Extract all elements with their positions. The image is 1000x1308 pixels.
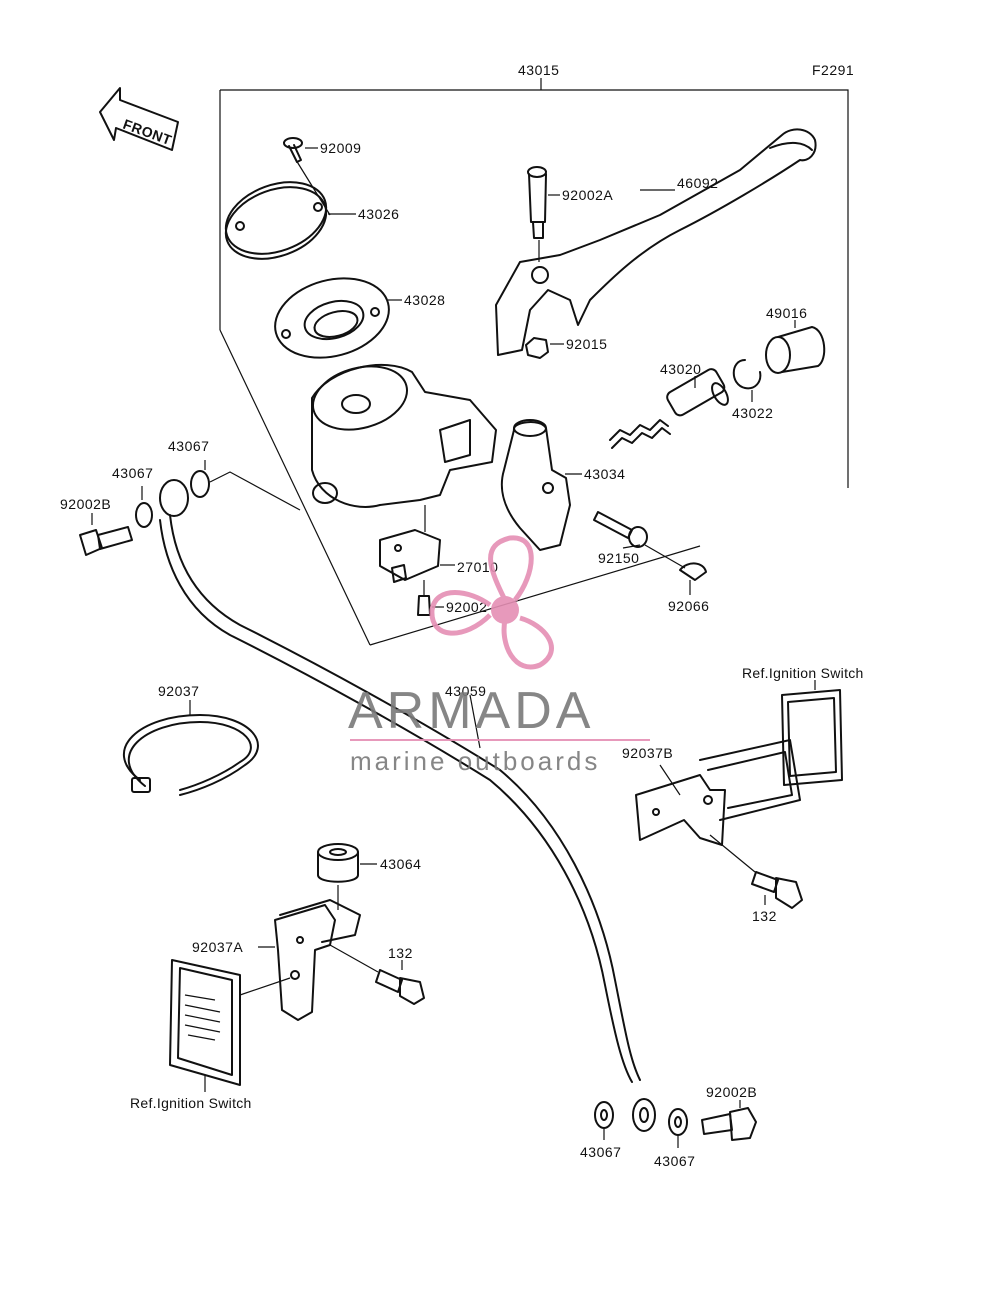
label-43020: 43020 bbox=[660, 361, 701, 377]
label-43067-upper-a: 43067 bbox=[168, 438, 209, 454]
label-92002A: 92002A bbox=[562, 187, 613, 203]
label-43059: 43059 bbox=[445, 683, 486, 699]
bolt-132-left-icon bbox=[329, 944, 425, 1005]
circlip-43022-icon bbox=[732, 359, 762, 402]
figure-code: F2291 bbox=[812, 62, 854, 78]
label-43026: 43026 bbox=[358, 206, 399, 222]
screw-92002-icon bbox=[417, 580, 431, 616]
front-arrow-icon: FRONT bbox=[99, 87, 179, 151]
cap-92066-icon bbox=[644, 544, 707, 595]
ref-ignition-switch-top: Ref.Ignition Switch bbox=[742, 665, 864, 681]
label-92015: 92015 bbox=[566, 336, 607, 352]
label-92002B-upper: 92002B bbox=[60, 496, 111, 512]
boot-49016 bbox=[765, 320, 826, 374]
band-92037 bbox=[123, 700, 259, 796]
diaphragm-43028 bbox=[274, 277, 390, 359]
label-43034: 43034 bbox=[584, 466, 625, 482]
ignition-switch-ref-bottom bbox=[169, 959, 291, 1092]
watermark: ARMADA marine outboards bbox=[348, 535, 650, 776]
label-43028: 43028 bbox=[404, 292, 445, 308]
watermark-tagline: marine outboards bbox=[350, 746, 600, 776]
pivot-bolt-92002A-icon bbox=[527, 166, 547, 262]
label-132-left: 132 bbox=[388, 945, 413, 961]
reservoir-cap-43026 bbox=[224, 181, 328, 260]
bracket-92037A bbox=[258, 899, 361, 1021]
front-label: FRONT bbox=[121, 116, 174, 148]
label-43067-lower-b: 43067 bbox=[654, 1153, 695, 1169]
clamp-43034 bbox=[500, 419, 571, 551]
bolt-132-right-icon bbox=[709, 834, 803, 909]
grommet-43064 bbox=[317, 843, 359, 910]
label-27010: 27010 bbox=[457, 559, 498, 575]
propeller-logo-icon bbox=[429, 535, 554, 670]
label-43015: 43015 bbox=[518, 62, 559, 78]
label-92002B-lower: 92002B bbox=[706, 1084, 757, 1100]
banjo-bolt-lower-icon bbox=[594, 1098, 757, 1148]
label-92150: 92150 bbox=[598, 550, 639, 566]
brake-lever-46092 bbox=[495, 128, 817, 356]
label-43067-lower-a: 43067 bbox=[580, 1144, 621, 1160]
label-43067-upper-b: 43067 bbox=[112, 465, 153, 481]
label-49016: 49016 bbox=[766, 305, 807, 321]
nut-92015-icon bbox=[525, 337, 549, 359]
watermark-brand: ARMADA bbox=[348, 682, 594, 740]
ignition-switch-ref-top bbox=[781, 680, 843, 786]
label-92009: 92009 bbox=[320, 140, 361, 156]
label-43022: 43022 bbox=[732, 405, 773, 421]
label-43064: 43064 bbox=[380, 856, 421, 872]
master-cylinder-body bbox=[311, 363, 497, 508]
piston-assembly-43020 bbox=[609, 368, 729, 449]
label-92066: 92066 bbox=[668, 598, 709, 614]
ref-ignition-switch-bottom: Ref.Ignition Switch bbox=[130, 1095, 252, 1111]
label-92002: 92002 bbox=[446, 599, 487, 615]
banjo-bolt-upper-icon bbox=[79, 470, 210, 556]
label-92037B: 92037B bbox=[622, 745, 673, 761]
label-46092: 46092 bbox=[677, 175, 718, 191]
label-92037: 92037 bbox=[158, 683, 199, 699]
assembly-bracket bbox=[219, 78, 849, 646]
brake-switch-27010 bbox=[379, 505, 441, 583]
label-132-right: 132 bbox=[752, 908, 777, 924]
bolt-92150-icon bbox=[593, 511, 648, 549]
label-92037A: 92037A bbox=[192, 939, 243, 955]
